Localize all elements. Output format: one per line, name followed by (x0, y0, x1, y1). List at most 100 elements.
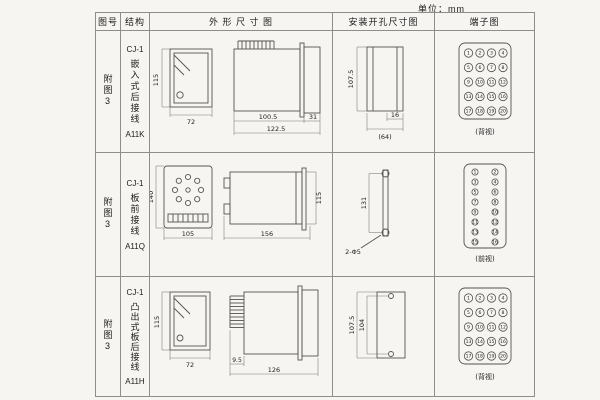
header-mounting: 安装开孔尺寸图 (332, 12, 435, 31)
structure-wrap: CJ-1 板前接线 A11Q (121, 173, 149, 257)
dimension-lines (161, 291, 319, 376)
svg-text:20: 20 (500, 108, 506, 114)
header-row: 图号 结构 外 形 尺 寸 图 安装开孔尺寸图 端子图 (95, 12, 535, 31)
outline-drawing-a11h: 115 72 9.5 126 (153, 285, 319, 376)
header-figure-no: 图号 (95, 12, 121, 31)
outline-drawing-a11k: 115 72 100.5 31 122.5 (152, 40, 321, 135)
svg-text:9: 9 (467, 79, 470, 85)
svg-text:10: 10 (477, 79, 483, 85)
svg-text:15: 15 (472, 239, 478, 245)
figure-no-cell: 附图3 (95, 30, 121, 153)
dim-width: 105 (182, 230, 194, 238)
svg-text:19: 19 (489, 353, 495, 359)
structure-label: 板前接线 (129, 192, 140, 237)
mounting-drawing-a11k: 107.5 16 (64) (347, 46, 404, 141)
svg-text:6: 6 (494, 189, 497, 195)
unit-label: 单位：mm (418, 4, 465, 14)
svg-text:18: 18 (477, 108, 483, 114)
dim-height: 115 (153, 315, 161, 327)
dim-bezel: 31 (309, 113, 317, 121)
svg-text:5: 5 (474, 189, 477, 195)
structure-cell: CJ-1 嵌入式后接线 A11K (120, 30, 150, 153)
svg-text:11: 11 (489, 324, 495, 330)
dimension-lines (155, 165, 317, 240)
mounting-drawing-a11q: 131 2-Φ5 (345, 169, 390, 256)
svg-text:20: 20 (500, 353, 506, 359)
structure-wrap: CJ-1 嵌入式后接线 A11K (121, 39, 149, 145)
dim-holes: 2-Φ5 (345, 248, 361, 256)
svg-text:2: 2 (479, 50, 482, 56)
svg-text:9: 9 (467, 324, 470, 330)
svg-text:4: 4 (502, 295, 505, 301)
dim-hole-spacing: 131 (360, 196, 368, 208)
svg-text:11: 11 (489, 79, 495, 85)
dim-width: 72 (187, 118, 195, 126)
svg-text:7: 7 (490, 310, 493, 316)
spec-table: 图号 结构 外 形 尺 寸 图 安装开孔尺寸图 端子图 附图3 CJ-1 嵌入式… (95, 12, 535, 397)
dim-height: 115 (152, 73, 160, 85)
svg-text:18: 18 (477, 353, 483, 359)
table-row-a11h: 附图3 CJ-1 凸出式板后接线 A11H (95, 276, 535, 397)
dim-cutout-height: 107.5 (347, 69, 355, 88)
svg-text:15: 15 (489, 339, 495, 345)
svg-text:16: 16 (500, 339, 506, 345)
header-terminal: 端子图 (434, 12, 535, 31)
svg-text:5: 5 (467, 65, 470, 71)
figure-no-cell: 附图3 (95, 276, 121, 397)
dim-pin-depth: 9.5 (232, 357, 242, 364)
mounting-cell: 107.5 16 (64) (332, 30, 435, 153)
table-row-a11q: 附图3 CJ-1 板前接线 A11Q (95, 152, 535, 277)
dim-width: 72 (186, 361, 194, 369)
svg-text:7: 7 (490, 65, 493, 71)
svg-text:17: 17 (466, 108, 472, 114)
model-label: CJ-1 (126, 44, 144, 54)
figure-no-label: 附图3 (102, 318, 113, 353)
svg-text:2: 2 (479, 295, 482, 301)
drawing-lines (163, 165, 307, 230)
outline-cell: 115 72 9.5 126 (149, 276, 333, 397)
svg-text:8: 8 (494, 199, 497, 205)
svg-text:2: 2 (494, 169, 497, 175)
svg-text:4: 4 (494, 179, 497, 185)
dimension-lines (161, 48, 321, 135)
svg-text:16: 16 (500, 94, 506, 100)
structure-cell: CJ-1 板前接线 A11Q (120, 152, 150, 277)
svg-text:14: 14 (477, 339, 483, 345)
structure-label: 凸出式板后接线 (129, 301, 140, 372)
svg-text:12: 12 (500, 324, 506, 330)
outline-cell: 115 72 100.5 31 122.5 (149, 30, 333, 153)
dim-total: 122.5 (267, 125, 286, 133)
svg-text:10: 10 (477, 324, 483, 330)
svg-text:7: 7 (474, 199, 477, 205)
type-code-label: A11Q (125, 241, 145, 251)
drawing-lines (366, 46, 404, 111)
svg-text:14: 14 (492, 229, 498, 235)
svg-text:15: 15 (489, 94, 495, 100)
svg-text:12: 12 (500, 79, 506, 85)
svg-text:9: 9 (474, 209, 477, 215)
outline-cell: 140 105 156 115 (149, 152, 333, 277)
dim-height: 140 (150, 190, 155, 202)
svg-text:3: 3 (490, 50, 493, 56)
drawing-lines (376, 291, 406, 358)
dim-depth: 126 (268, 366, 280, 374)
figure-no-label: 附图3 (102, 73, 113, 108)
svg-text:17: 17 (466, 353, 472, 359)
svg-text:13: 13 (466, 94, 472, 100)
table-row-a11k: 附图3 CJ-1 嵌入式后接线 A11K (95, 30, 535, 153)
figure-no-cell: 附图3 (95, 152, 121, 277)
svg-text:14: 14 (477, 94, 483, 100)
drawing-lines (169, 285, 319, 360)
svg-text:11: 11 (472, 219, 478, 225)
svg-text:6: 6 (479, 310, 482, 316)
terminal-outline (463, 163, 507, 248)
svg-text:10: 10 (492, 209, 498, 215)
dimension-lines (368, 172, 382, 233)
dim-hole-spacing: 104 (358, 318, 366, 330)
